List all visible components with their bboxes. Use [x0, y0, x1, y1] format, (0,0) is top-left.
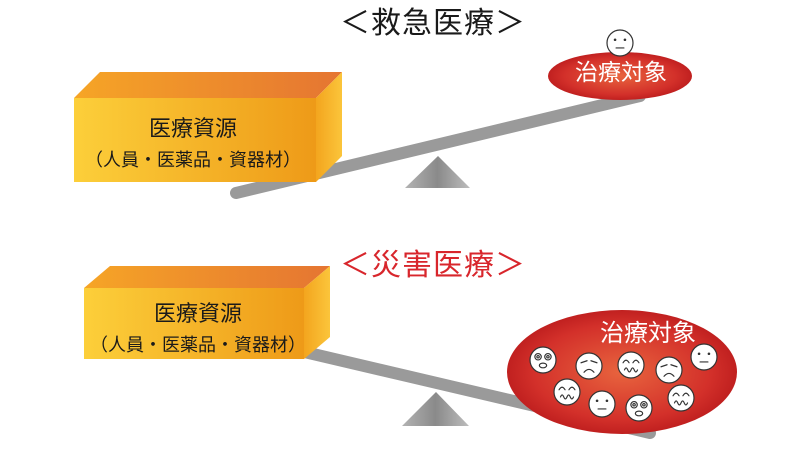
disaster-title: ＜災害医療＞ [340, 248, 526, 283]
resource-sub-top: （人員・医薬品・資器材） [85, 150, 301, 171]
fulcrum-bottom [402, 392, 469, 426]
emergency-scale [74, 29, 692, 199]
neutral-face-icon [606, 29, 634, 57]
dizzy-face-icon [529, 346, 557, 374]
patients-label-top: 治療対象 [575, 60, 667, 86]
disaster-scale [84, 266, 737, 439]
resource-box-bottom [84, 266, 330, 359]
resource-text-top: 医療資源 （人員・医薬品・資器材） [74, 116, 312, 174]
wavy-face-icon [617, 351, 645, 379]
wavy-face-icon [553, 378, 581, 406]
sad-face-icon [575, 352, 603, 380]
patients-label-bottom: 治療対象 [600, 319, 696, 347]
resource-text-bottom: 医療資源 （人員・医薬品・資器材） [84, 301, 312, 359]
sad-face-icon [655, 356, 683, 384]
emergency-title: ＜救急医療＞ [340, 6, 526, 41]
wavy-face-icon [667, 384, 695, 412]
patient-faces-top [606, 29, 634, 57]
resource-label-top: 医療資源 [148, 117, 237, 142]
dizzy-face-icon [625, 394, 653, 422]
fulcrum-top [405, 156, 470, 188]
patient-faces-bottom [529, 343, 718, 422]
neutral-face-icon [690, 343, 718, 371]
neutral-face-icon [588, 390, 616, 418]
patient-oval-top [548, 52, 692, 100]
resource-box-top [74, 72, 342, 182]
resource-sub-bottom: （人員・医薬品・資器材） [90, 335, 306, 356]
resource-label-bottom: 医療資源 [153, 302, 242, 327]
